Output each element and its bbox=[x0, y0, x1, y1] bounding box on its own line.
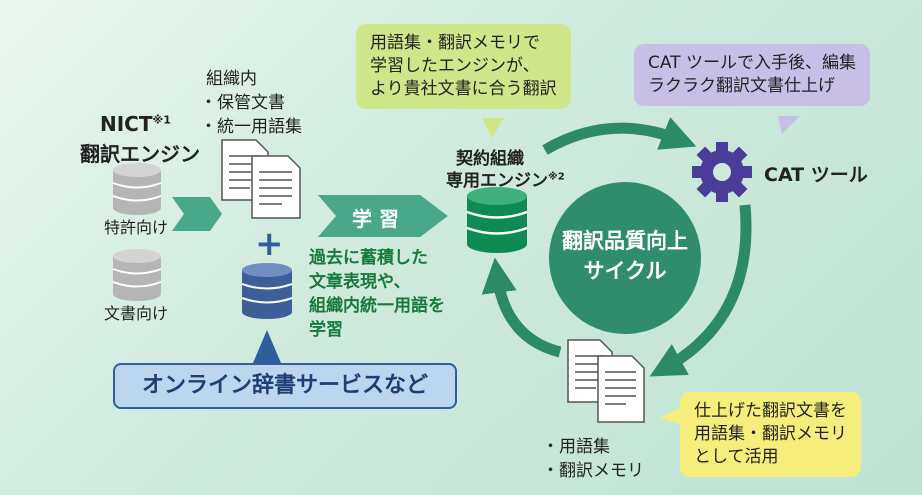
document-icon bbox=[597, 355, 645, 423]
bubble-line: 用語集・翻訳メモリで bbox=[370, 33, 540, 53]
db-document-label: 文書向け bbox=[104, 304, 169, 323]
learn-line: 文章表現や、 bbox=[309, 272, 411, 292]
quality-cycle-circle bbox=[549, 182, 701, 334]
bubble-line: 学習したエンジンが、 bbox=[370, 56, 540, 76]
reuse-bubble: 仕上げた翻訳文書を 用語集・翻訳メモリ として活用 bbox=[680, 392, 861, 477]
cat-tool-label: CAT ツール bbox=[764, 164, 868, 186]
bubble-line: 用語集・翻訳メモリ bbox=[694, 424, 847, 444]
learn-description: 過去に蓄積した 文章表現や、 組織内統一用語を 学習 bbox=[309, 246, 445, 342]
cycle-arc-top bbox=[542, 117, 697, 155]
cat-bubble: CAT ツールで入手後、編集 ラクラク翻訳文書仕上げ bbox=[634, 44, 870, 106]
nict-footnote: ※1 bbox=[152, 113, 171, 127]
engine-bubble: 用語集・翻訳メモリで 学習したエンジンが、 より貴社文書に合う翻訳 bbox=[356, 24, 571, 109]
memory-item-glossary: ・用語集 bbox=[542, 437, 610, 457]
document-icon bbox=[251, 155, 301, 219]
nict-engine-label: 翻訳エンジン bbox=[80, 142, 200, 166]
cycle-label: 翻訳品質向上 サイクル bbox=[549, 226, 701, 286]
bubble-line: ラクラク翻訳文書仕上げ bbox=[648, 76, 835, 96]
chevron-arrow-icon bbox=[172, 197, 222, 231]
nict-title: NICT※1 bbox=[100, 112, 171, 136]
gear-icon bbox=[692, 142, 752, 202]
pointer-triangle bbox=[253, 330, 281, 363]
learn-line: 組織内統一用語を bbox=[309, 296, 445, 316]
database-icon bbox=[241, 263, 293, 319]
learn-arrow bbox=[318, 195, 448, 237]
bubble-line: として活用 bbox=[694, 447, 779, 467]
engine-footnote: ※2 bbox=[548, 171, 565, 183]
org-title: 組織内 bbox=[206, 69, 257, 89]
bubble-line: CAT ツールで入手後、編集 bbox=[648, 53, 856, 73]
bubble-tail bbox=[660, 408, 680, 424]
cycle-arc-right bbox=[649, 204, 752, 377]
engine-database-icon bbox=[466, 187, 528, 253]
org-item-archive: ・保管文書 bbox=[200, 93, 285, 113]
org-item-glossary: ・統一用語集 bbox=[200, 117, 302, 137]
cycle-label-line1: 翻訳品質向上 bbox=[562, 229, 688, 253]
plus-icon: + bbox=[255, 224, 284, 264]
memory-item-tm: ・翻訳メモリ bbox=[542, 461, 644, 481]
online-dictionary-box: オンライン辞書サービスなど bbox=[113, 363, 457, 409]
cycle-label-line2: サイクル bbox=[583, 259, 667, 283]
bubble-line: より貴社文書に合う翻訳 bbox=[370, 79, 557, 99]
bubble-tail bbox=[778, 116, 800, 134]
cycle-arc-left bbox=[481, 257, 562, 358]
database-icon bbox=[112, 163, 162, 215]
learn-line: 学習 bbox=[309, 320, 343, 340]
bubble-line: 仕上げた翻訳文書を bbox=[694, 401, 847, 421]
engine-label-line2: 専用エンジン※2 bbox=[446, 171, 565, 191]
db-patent-label: 特許向け bbox=[104, 218, 169, 237]
database-icon bbox=[112, 249, 162, 301]
engine-label-line1: 契約組織 bbox=[456, 149, 524, 169]
learn-line: 過去に蓄積した bbox=[309, 248, 428, 268]
bubble-tail bbox=[482, 118, 504, 138]
learn-arrow-label: 学 習 bbox=[352, 207, 399, 231]
